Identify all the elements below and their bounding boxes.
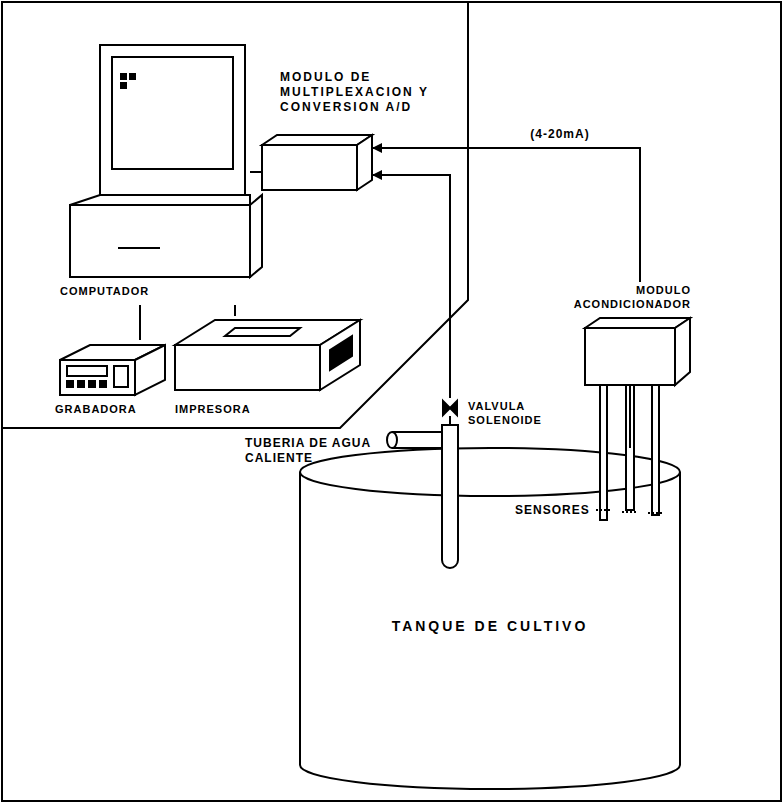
computer-drawing — [121, 74, 126, 79]
culture-tank-drawing — [300, 448, 680, 496]
conditioner-module: MODULO ACONDICIONADOR — [555, 282, 695, 385]
culture-tank: TANQUE DE CULTIVO — [300, 448, 680, 789]
signal-label: (4-20mA) — [528, 127, 591, 141]
sensor-probes — [626, 385, 634, 510]
module-box-drawing — [357, 135, 372, 190]
signal-line — [234, 305, 236, 316]
signal-line — [629, 385, 631, 448]
computer-drawing — [250, 195, 262, 277]
conditioner-box-drawing — [585, 318, 690, 328]
recorder-drawing — [60, 345, 165, 395]
recorder-drawing — [114, 366, 128, 387]
recorder-drawing — [100, 381, 106, 387]
recorder-drawing — [78, 381, 84, 387]
computer-drawing — [121, 83, 126, 88]
signal-line — [139, 305, 141, 340]
computer-drawing — [130, 74, 135, 79]
printer-drawing — [175, 320, 360, 390]
panel-boundary — [2, 2, 468, 428]
device-label: MODULO DE MULTIPLEXACION Y CONVERSION A/… — [280, 70, 455, 115]
recorder-drawing — [67, 381, 73, 387]
sensor-probes — [596, 385, 663, 520]
computer: COMPUTADOR — [55, 40, 250, 305]
signal-line — [372, 175, 450, 398]
printer-drawing — [330, 336, 352, 370]
device-label: IMPRESORA — [175, 403, 251, 417]
sensor-probes — [596, 509, 611, 511]
computer-drawing — [70, 195, 250, 205]
signal-line — [250, 171, 262, 173]
conditioner-box-drawing — [585, 318, 690, 385]
culture-tank-drawing — [300, 448, 680, 789]
recorder: GRABADORA — [55, 340, 170, 420]
computer-drawing — [100, 45, 245, 195]
culture-tank-drawing — [300, 472, 680, 789]
sensor-label: SENSORES — [515, 503, 590, 518]
hot-water-pipe — [449, 416, 451, 425]
module-box-drawing — [262, 135, 372, 190]
hot-water-pipe — [442, 425, 458, 568]
solenoid-valve-symbol — [450, 401, 457, 415]
mux-module: MODULO DE MULTIPLEXACION Y CONVERSION A/… — [262, 135, 372, 190]
printer-drawing — [175, 345, 320, 390]
hot-water-pipe — [387, 416, 458, 568]
module-box-drawing — [262, 145, 357, 190]
computer-drawing — [118, 247, 160, 249]
sensor-probes — [648, 512, 663, 514]
printer: IMPRESORA — [170, 316, 365, 420]
recorder-drawing — [135, 345, 165, 395]
panel-boundary — [2, 2, 468, 428]
device-label: COMPUTADOR — [60, 285, 149, 299]
recorder-drawing — [89, 381, 95, 387]
hot-water-pipe — [387, 432, 397, 448]
solenoid-valve-symbol — [443, 401, 457, 415]
device-label: GRABADORA — [55, 403, 137, 417]
device-label: MODULO ACONDICIONADOR — [555, 284, 691, 312]
recorder-drawing — [60, 360, 135, 395]
device-label: VALVULA SOLENOIDE — [468, 400, 563, 428]
sensor-probes — [622, 511, 638, 513]
module-box-drawing — [262, 135, 372, 145]
conditioner-box-drawing — [675, 318, 690, 385]
pipe-label: TUBERIA DE AGUA CALIENTE — [245, 436, 383, 466]
hot-water-pipe — [392, 432, 442, 448]
computer-drawing — [70, 45, 262, 277]
device-label: TANQUE DE CULTIVO — [300, 618, 680, 636]
conditioner-box-drawing — [585, 328, 675, 385]
printer-drawing — [320, 320, 360, 390]
computer-drawing — [70, 205, 250, 277]
recorder-drawing — [67, 366, 107, 376]
computer-drawing — [112, 57, 233, 169]
solenoid-valve: VALVULA SOLENOIDE — [438, 398, 568, 430]
printer-drawing — [225, 328, 300, 336]
signal-line — [372, 148, 640, 282]
sensor-probes — [600, 385, 607, 520]
sensor-probes — [652, 385, 659, 515]
